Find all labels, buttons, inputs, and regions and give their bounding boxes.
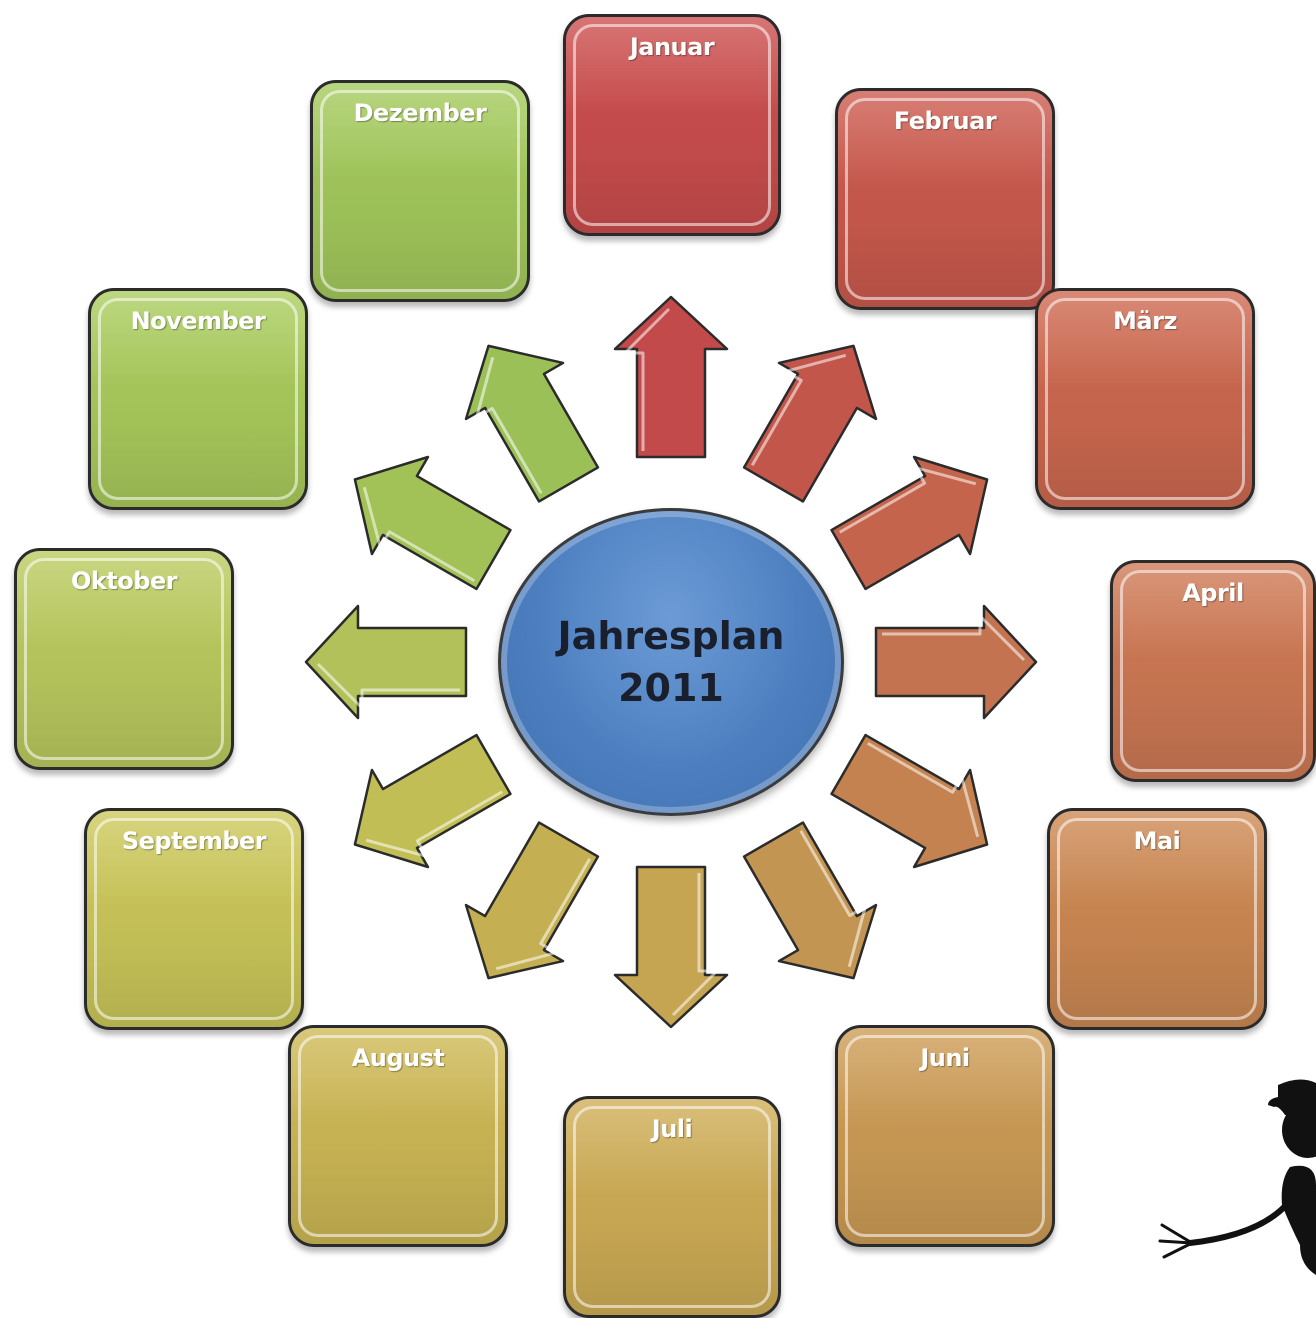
arrow-februar [742,344,878,503]
month-label: Oktober [70,567,178,595]
arrow-januar [613,295,729,459]
month-label: März [1113,307,1177,335]
month-label: Mai [1133,827,1181,855]
arrow-oktober [304,604,468,720]
month-box-februar: Februar [835,88,1055,310]
month-label: September [121,827,267,855]
month-box-dezember: Dezember [310,80,530,302]
arrow-juni [742,821,878,980]
arrow-mai [830,733,989,869]
month-label: November [130,307,266,335]
month-box-mrz: März [1035,288,1255,510]
month-box-januar: Januar [563,14,781,236]
month-box-oktober: Oktober [14,548,234,770]
month-label: Juni [920,1044,970,1072]
arrow-juli [613,865,729,1029]
center-circle: Jahresplan 2011 [498,508,844,816]
month-label: Dezember [353,99,487,127]
stick-figure-pointing-icon [1158,1079,1316,1275]
center-year: 2011 [618,666,724,710]
arrow-april [874,604,1038,720]
month-box-mai: Mai [1047,808,1267,1030]
arrow-dezember [464,344,600,503]
month-box-november: November [88,288,308,510]
month-box-august: August [288,1025,508,1247]
arrow-november [353,455,512,591]
month-label: Juli [651,1115,693,1143]
month-box-september: September [84,808,304,1030]
month-label: Februar [893,107,997,135]
arrow-august [464,821,600,980]
month-box-juli: Juli [563,1096,781,1318]
arrow-september [353,733,512,869]
month-label: Januar [629,33,715,61]
month-label: August [351,1044,445,1072]
center-title: Jahresplan [557,614,785,658]
month-label: April [1182,579,1244,607]
month-box-juni: Juni [835,1025,1055,1247]
arrow-mrz [830,455,989,591]
month-box-april: April [1110,560,1316,782]
